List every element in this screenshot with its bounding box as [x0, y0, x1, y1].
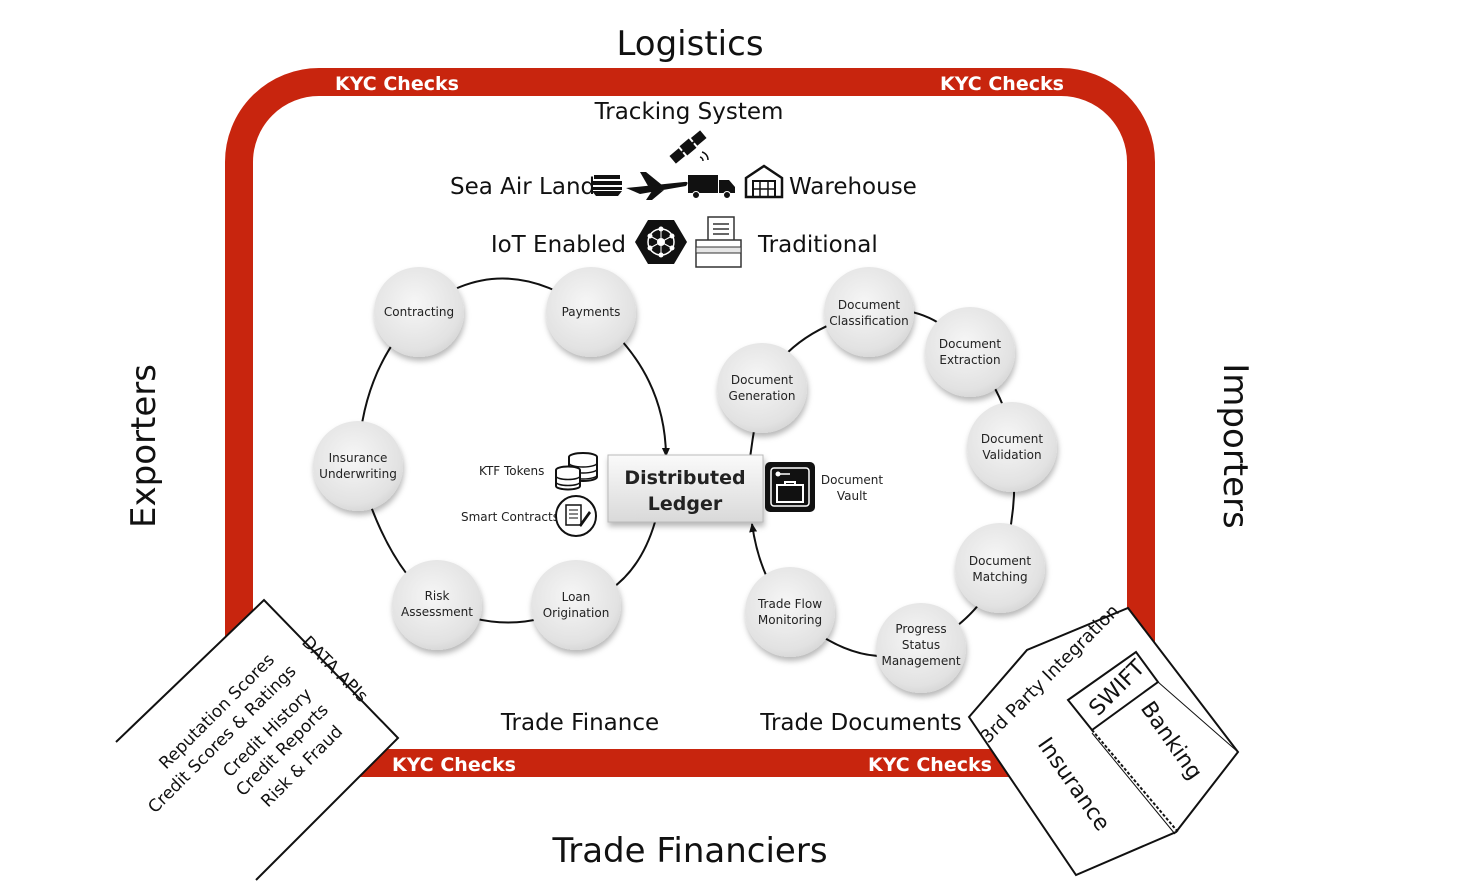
node-trade-flow-monitoring	[745, 567, 835, 657]
integration-box: 3rd Party Integration SWIFT Banking Insu…	[967, 601, 1240, 877]
node-label: Contracting	[384, 305, 454, 319]
node-risk-assessment	[392, 560, 482, 650]
warehouse-icon	[744, 164, 784, 199]
node-document-classification	[824, 267, 914, 357]
coin-stack-icon	[555, 452, 598, 491]
distributed-ledger-line2: Ledger	[648, 493, 723, 515]
node-label: Risk	[425, 589, 450, 603]
kyc-label-top-right: KYC Checks	[940, 73, 1064, 95]
kyc-frame	[225, 68, 1155, 777]
node-loan-origination	[531, 560, 621, 650]
exporters-title: Exporters	[124, 364, 164, 528]
ship-icon	[592, 175, 622, 196]
node-label: Progress	[895, 622, 946, 636]
printer-document-icon	[695, 216, 742, 268]
distributed-ledger-line1: Distributed	[624, 467, 745, 489]
node-document-validation	[967, 402, 1057, 492]
smart-contract-icon	[555, 495, 597, 537]
node-label: Status	[902, 638, 940, 652]
document-vault-line1: Document	[821, 473, 883, 487]
node-document-extraction	[925, 307, 1015, 397]
airplane-icon	[626, 172, 688, 200]
iot-network-icon	[635, 220, 687, 264]
node-label: Generation	[729, 389, 796, 403]
node-label: Assessment	[401, 605, 473, 619]
node-label: Document	[838, 298, 900, 312]
node-label: Classification	[829, 314, 908, 328]
node-insurance-underwriting	[313, 421, 403, 511]
iot-enabled-label: IoT Enabled	[491, 232, 626, 258]
node-label: Monitoring	[758, 613, 822, 627]
trade-documents-title: Trade Documents	[759, 710, 961, 736]
node-payments	[546, 267, 636, 357]
document-vault-line2: Vault	[837, 489, 868, 503]
node-label: Origination	[543, 606, 610, 620]
warehouse-label: Warehouse	[789, 174, 917, 200]
node-label: Document	[981, 432, 1043, 446]
importers-title: Importers	[1215, 363, 1255, 528]
ktf-tokens-label: KTF Tokens	[479, 464, 544, 478]
node-document-matching	[955, 523, 1045, 613]
traditional-label: Traditional	[757, 232, 878, 258]
node-label: Document	[939, 337, 1001, 351]
kyc-label-bottom-right: KYC Checks	[868, 754, 992, 776]
truck-icon	[688, 175, 735, 199]
node-label: Underwriting	[319, 467, 397, 481]
node-label: Document	[969, 554, 1031, 568]
node-document-generation	[717, 343, 807, 433]
trade-finance-title: Trade Finance	[500, 710, 659, 736]
node-label: Payments	[562, 305, 621, 319]
logistics-title: Logistics	[616, 24, 763, 64]
smart-contracts-label: Smart Contracts	[461, 510, 559, 524]
node-progress-status-management	[876, 603, 966, 693]
node-label: Loan	[562, 590, 591, 604]
trade-financiers-title: Trade Financiers	[551, 831, 827, 871]
sea-air-land-label: Sea Air Land	[450, 174, 595, 200]
distributed-ledger-box	[607, 454, 764, 523]
node-contracting	[374, 267, 464, 357]
node-label: Insurance	[329, 451, 388, 465]
satellite-icon	[669, 130, 707, 164]
node-label: Matching	[972, 570, 1027, 584]
data-apis-box: DATA APIs Reputation Scores Credit Score…	[115, 598, 400, 881]
vault-icon	[765, 462, 815, 512]
node-label: Document	[731, 373, 793, 387]
kyc-label-bottom-left: KYC Checks	[392, 754, 516, 776]
process-nodes: Contracting Payments Insurance Underwrit…	[313, 267, 1057, 693]
tracking-system-label: Tracking System	[594, 99, 784, 125]
node-label: Management	[881, 654, 960, 668]
node-label: Trade Flow	[757, 597, 822, 611]
node-label: Extraction	[939, 353, 1000, 367]
node-label: Validation	[982, 448, 1041, 462]
kyc-label-top-left: KYC Checks	[335, 73, 459, 95]
